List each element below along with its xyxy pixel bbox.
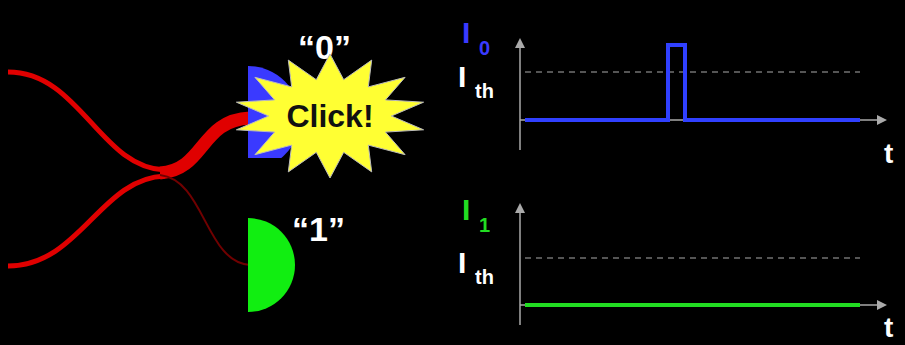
starburst bbox=[236, 54, 423, 178]
threshold-line bbox=[525, 72, 860, 73]
output-fiber bbox=[160, 175, 250, 265]
detector-1: “1” bbox=[240, 200, 380, 325]
y-axis bbox=[519, 40, 521, 150]
threshold-subscript: th bbox=[475, 81, 494, 101]
signal-trace bbox=[525, 303, 860, 307]
axis-label: I bbox=[462, 195, 470, 225]
input-fiber bbox=[8, 72, 165, 170]
time-label: t bbox=[884, 140, 893, 168]
axis-subscript: 1 bbox=[479, 215, 490, 235]
detector-half-disc bbox=[248, 218, 295, 312]
detector-label: “1” bbox=[292, 212, 345, 246]
threshold-subscript: th bbox=[475, 267, 494, 287]
detector-label: “0” bbox=[298, 30, 351, 64]
time-label: t bbox=[884, 314, 893, 342]
click-text: Click! bbox=[286, 100, 373, 132]
threshold-label: I bbox=[458, 248, 466, 278]
click-burst: Click! bbox=[232, 52, 428, 180]
axis-subscript: 0 bbox=[479, 38, 490, 58]
y-axis bbox=[519, 205, 521, 325]
axis-label: I bbox=[462, 18, 470, 48]
signal-trace bbox=[525, 45, 860, 120]
threshold-label: I bbox=[458, 62, 466, 92]
input-fiber bbox=[8, 176, 165, 266]
threshold-line bbox=[525, 258, 860, 259]
x-axis bbox=[520, 304, 885, 306]
output-fiber bbox=[160, 118, 250, 173]
